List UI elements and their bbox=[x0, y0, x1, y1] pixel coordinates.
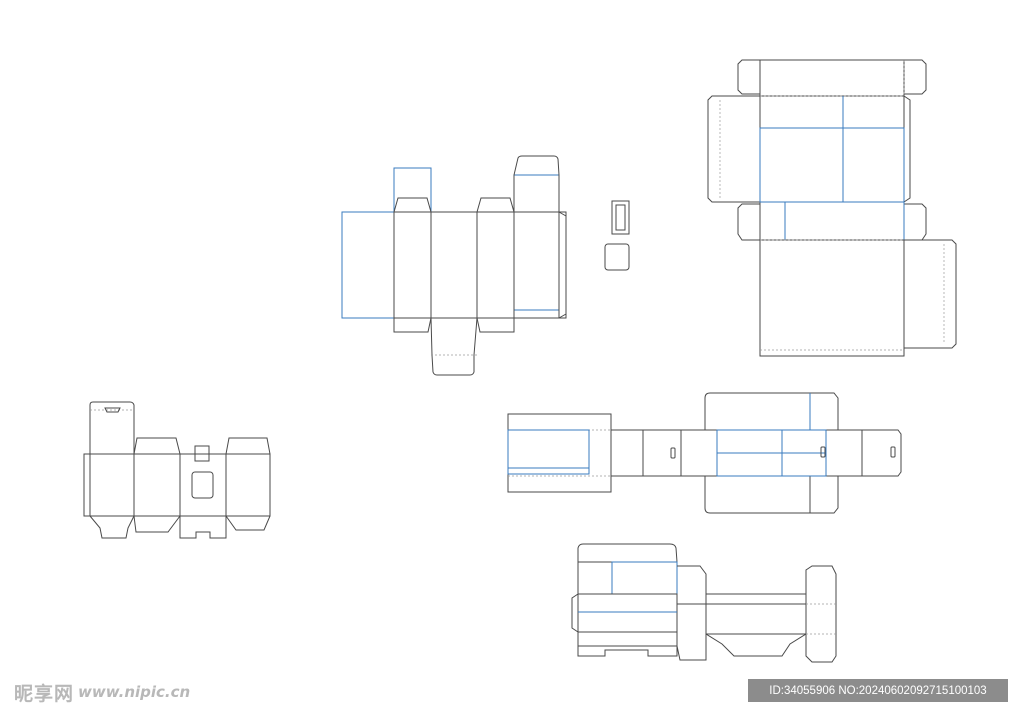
watermark-url: www.nipic.cn bbox=[78, 683, 191, 701]
dieline-box-a bbox=[341, 155, 567, 376]
dieline-box-c bbox=[83, 401, 271, 539]
dieline-box-b bbox=[707, 59, 957, 357]
insert-piece-small bbox=[604, 200, 630, 271]
watermark: 昵享网 www.nipic.cn bbox=[14, 680, 191, 705]
watermark-logo: 昵享网 bbox=[14, 682, 75, 705]
dieline-box-e bbox=[571, 543, 837, 663]
image-id-bar: ID:34055906 NO:20240602092715100103 bbox=[748, 679, 1008, 702]
dieline-box-d bbox=[507, 392, 902, 514]
